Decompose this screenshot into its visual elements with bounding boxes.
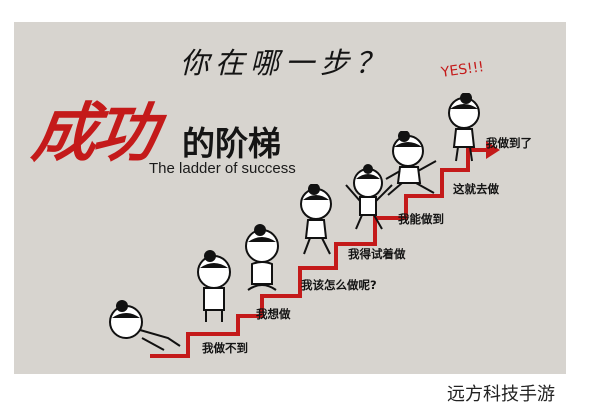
figure-running-icon	[385, 131, 437, 196]
subtitle-english: The ladder of success	[149, 160, 296, 177]
figure-thinking-icon	[197, 250, 231, 322]
watermark-text: 远方科技手游	[447, 384, 555, 405]
figure-trying-icon	[300, 184, 332, 255]
step-5-label: 我能做到	[398, 212, 444, 226]
figure-wondering-icon	[245, 224, 279, 291]
title-ladder: 的阶梯	[182, 124, 281, 163]
question-heading: 你在哪一步？	[180, 46, 391, 80]
step-3-label: 我该怎么做呢?	[301, 278, 377, 292]
figure-victory-icon	[448, 93, 480, 162]
step-4-label: 我得试着做	[348, 247, 406, 261]
arrowhead-icon	[486, 141, 500, 159]
figure-cheering-icon	[345, 164, 393, 230]
poster	[14, 22, 566, 374]
step-6-label: 这就去做	[453, 182, 499, 196]
step-2-label: 我想做	[256, 307, 291, 321]
step-1-label: 我做不到	[202, 341, 248, 355]
figure-lying-icon	[109, 300, 181, 351]
step-7-label: 我做到了	[486, 136, 532, 150]
stair-path	[150, 148, 488, 358]
